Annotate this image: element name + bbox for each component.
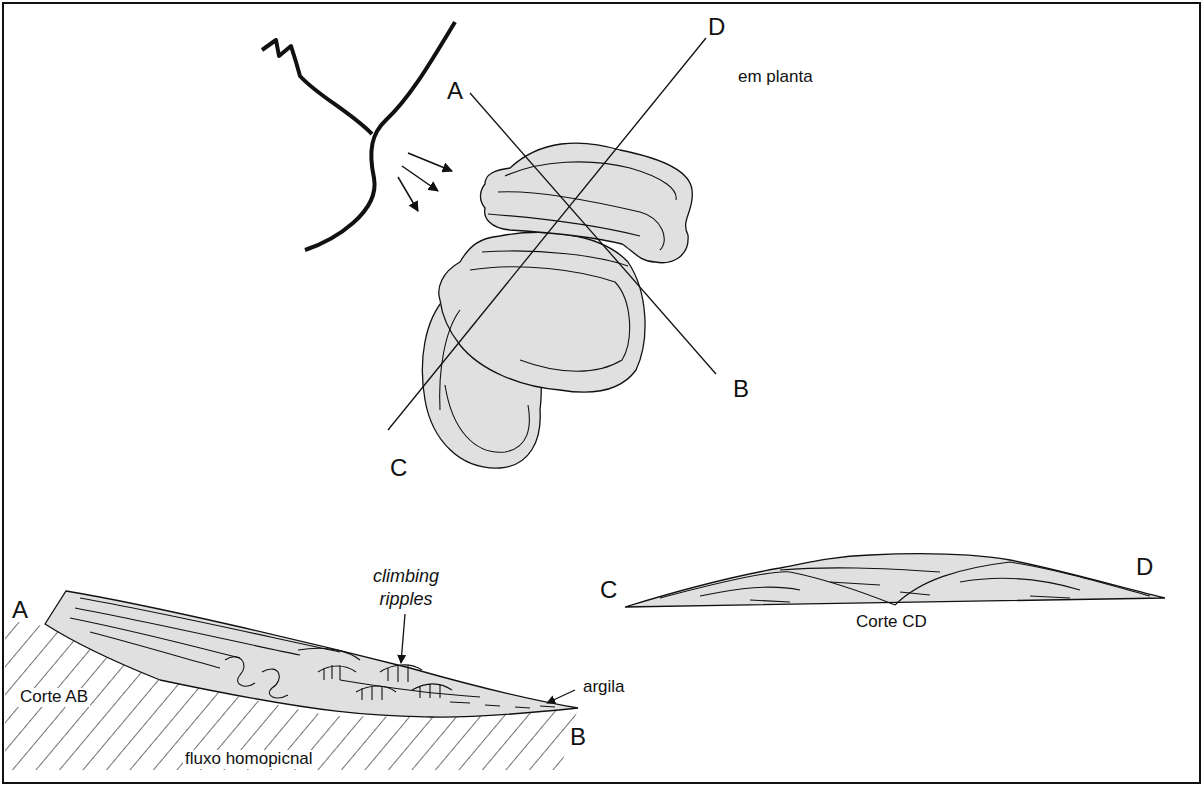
section-endpoint-letter: D	[708, 14, 725, 40]
section-endpoint-letter: C	[390, 455, 407, 481]
flow-arrows	[398, 153, 452, 211]
section-line-cd	[388, 38, 706, 430]
mouth-bar-lobes	[422, 143, 692, 468]
section-endpoint-letter: D	[1136, 554, 1153, 580]
section-endpoint-letter: B	[733, 376, 749, 402]
leader-argila	[547, 690, 575, 703]
section-endpoint-letter: C	[600, 577, 617, 603]
section-title: Corte CD	[856, 613, 927, 632]
lobe-contours	[440, 162, 677, 452]
section-cd-laminae	[660, 562, 1150, 605]
coastline	[262, 22, 455, 250]
section-ab-body	[45, 591, 578, 717]
lithology-label: argila	[583, 678, 625, 697]
structure-label: climbing ripples	[365, 565, 447, 612]
section-endpoint-letter: A	[447, 78, 463, 104]
process-label: fluxo homopicnal	[183, 750, 315, 769]
section-line-ab	[470, 93, 716, 374]
section-ab-laminae	[70, 598, 555, 708]
section-endpoint-letter: A	[12, 597, 28, 623]
section-title: Corte AB	[18, 688, 90, 707]
view-label: em planta	[738, 68, 813, 87]
section-endpoint-letter: B	[570, 724, 586, 750]
section-cd-body	[625, 554, 1165, 607]
climbing-ripple-marks	[318, 665, 452, 700]
frame	[3, 3, 1200, 783]
leader-ripples	[401, 614, 405, 663]
